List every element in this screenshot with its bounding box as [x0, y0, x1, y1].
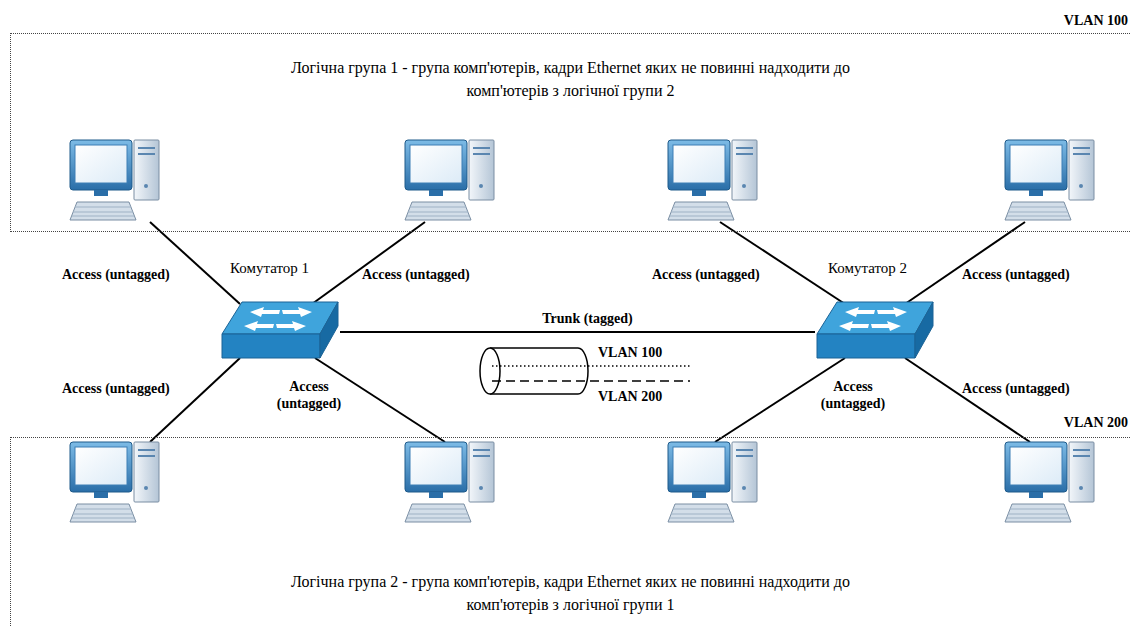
vlan-name: VLAN 200 — [1064, 415, 1128, 431]
access-wire — [905, 358, 1030, 442]
vlan-name: VLAN 100 — [1064, 13, 1128, 29]
switch: Комутатор 2 — [815, 300, 935, 360]
port-mode-label: Access (untagged) — [812, 378, 894, 412]
access-wire — [720, 222, 845, 304]
access-wires — [150, 222, 1030, 442]
port-mode-label: Access (untagged) — [962, 266, 1070, 283]
port-mode-label: Access (untagged) — [62, 266, 170, 283]
computer-icon — [70, 140, 159, 220]
vlan-200-channel — [492, 380, 690, 382]
cable-vlan-label: VLAN 200 — [598, 388, 662, 405]
link-label: Trunk (tagged) — [539, 311, 635, 327]
computer-icon — [1005, 140, 1094, 220]
vlan-100-channel — [492, 365, 690, 366]
group-description: Логічна група 1 - група комп'ютерів, кад… — [286, 56, 856, 102]
cable-vlan-label: VLAN 100 — [598, 344, 662, 361]
computer-icon — [668, 442, 757, 522]
trunk-link — [340, 331, 815, 333]
port-mode-label: Access (untagged) — [362, 266, 470, 283]
access-wire — [150, 222, 240, 304]
vlan-region: VLAN 200Логічна група 2 - група комп'юте… — [10, 437, 1130, 626]
access-wire — [312, 222, 425, 304]
access-wire — [150, 358, 240, 442]
switch: Комутатор 1 — [220, 300, 340, 360]
computer-icon — [668, 140, 757, 220]
computer-icon — [70, 442, 159, 522]
switch-icon — [815, 300, 935, 360]
group-description: Логічна група 2 - група комп'ютерів, кад… — [286, 570, 856, 616]
port-mode-label: Access (untagged) — [962, 380, 1070, 397]
port-mode-label: Access (untagged) — [652, 266, 760, 283]
switch-label: Комутатор 1 — [230, 260, 309, 277]
access-wire — [905, 222, 1025, 304]
computer-icon — [405, 140, 494, 220]
port-mode-label: Access (untagged) — [268, 378, 350, 412]
switch-icon — [220, 300, 340, 360]
computer-icon — [1005, 442, 1094, 522]
computer-icon — [405, 442, 494, 522]
vlan-region: VLAN 100Логічна група 1 - група комп'юте… — [10, 33, 1130, 232]
switch-label: Комутатор 2 — [828, 260, 907, 277]
port-mode-label: Access (untagged) — [62, 380, 170, 397]
